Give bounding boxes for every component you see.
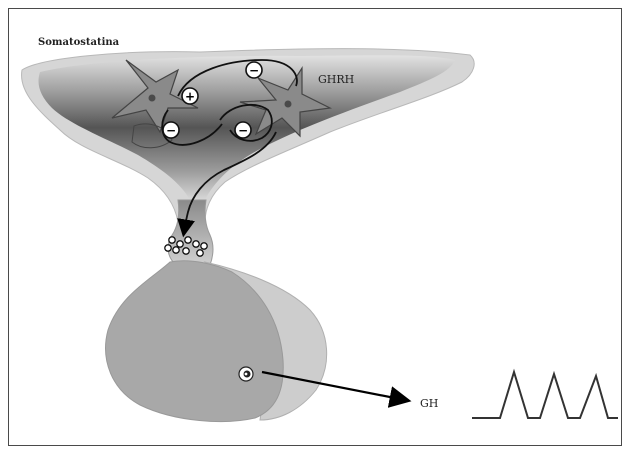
granule-cell-icon	[201, 243, 207, 249]
granule-cell-icon	[193, 241, 199, 247]
svg-text:−: −	[249, 64, 259, 78]
svg-text:−: −	[238, 124, 248, 138]
somatotroph-cell-icon	[239, 367, 253, 381]
granule-cell-icon	[197, 250, 203, 256]
svg-text:−: −	[166, 124, 176, 138]
inhibitory-sign-mid: −	[235, 122, 251, 138]
label-ghrh: GHRH	[318, 73, 354, 86]
inhibitory-sign-top: −	[246, 62, 262, 78]
nucleus-icon	[149, 95, 156, 102]
inhibitory-sign-left: −	[163, 122, 179, 138]
label-somatostatin: Somatostatina	[38, 37, 120, 48]
granule-cell-icon	[169, 237, 175, 243]
pulse-waveform-icon	[472, 372, 618, 418]
nucleus-icon	[285, 101, 292, 108]
granule-cell-icon	[183, 248, 189, 254]
granule-cell-icon	[185, 237, 191, 243]
svg-text:+: +	[185, 90, 195, 104]
label-gh: GH	[420, 397, 438, 410]
granule-cell-icon	[165, 245, 171, 251]
granule-cell-icon	[177, 241, 183, 247]
stimulatory-sign: +	[182, 88, 198, 104]
granule-cell-icon	[173, 247, 179, 253]
